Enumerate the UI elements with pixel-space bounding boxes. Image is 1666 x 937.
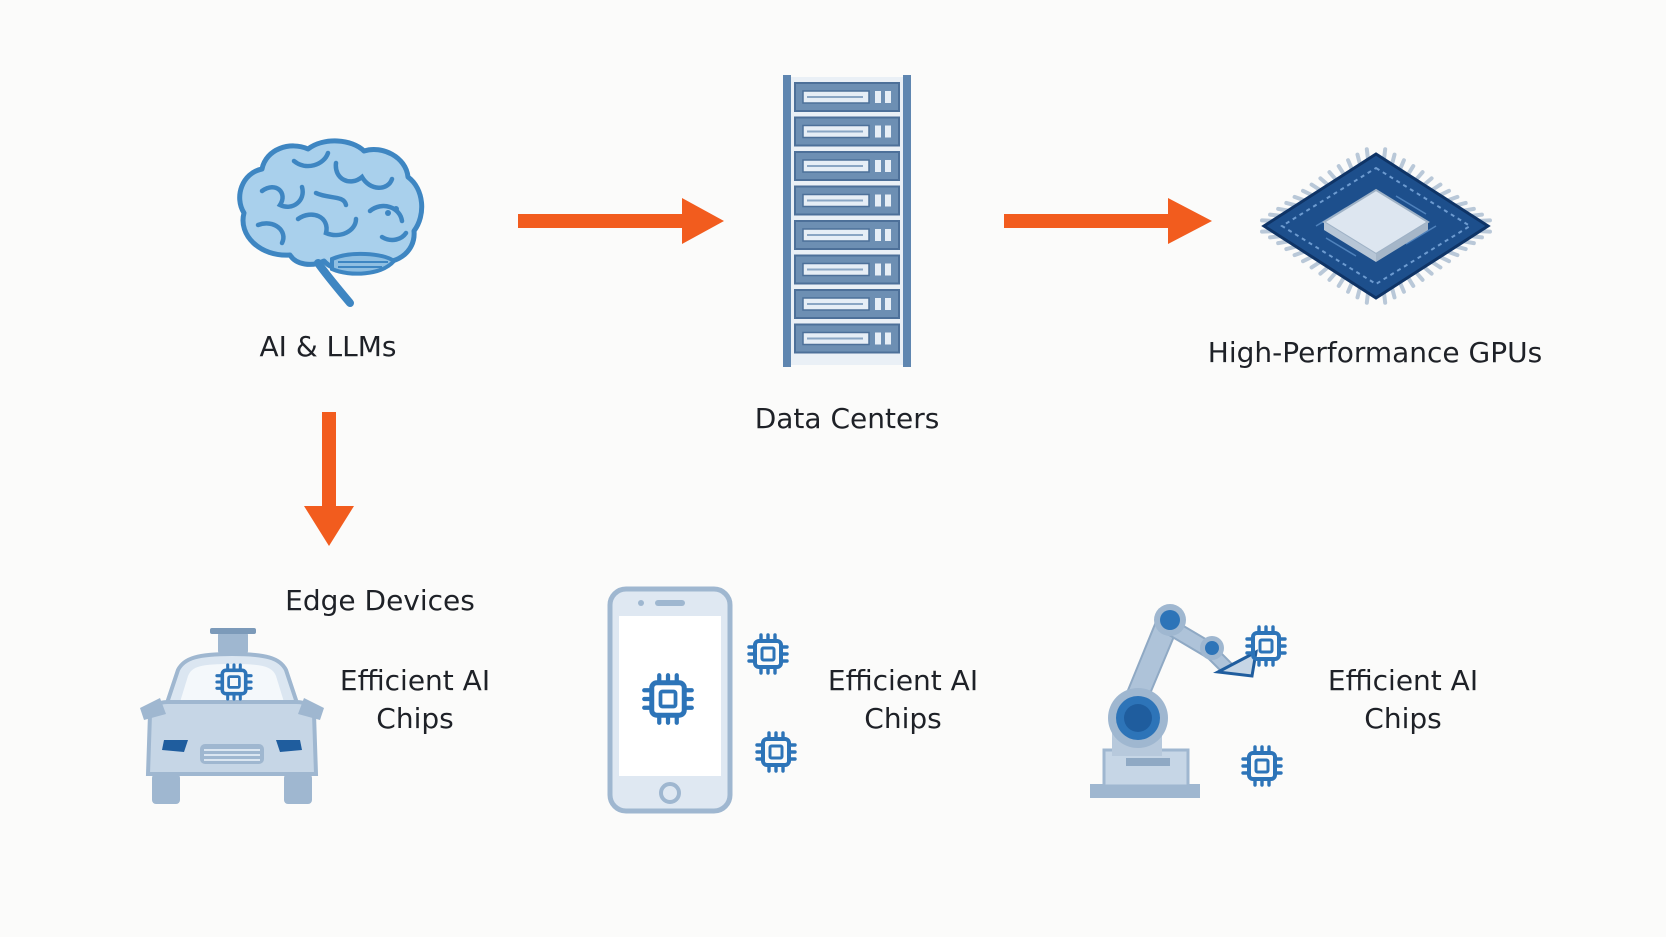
chip-icon [754,730,798,774]
server-unit [794,151,900,181]
car-chip-label: Efficient AI Chips [320,662,510,738]
server-unit [794,82,900,112]
server-rack-icon [783,75,911,367]
arrow-ai-to-datacenters [518,196,726,246]
car-icon [138,628,326,808]
robot-chip-label-line1: Efficient AI [1327,664,1479,697]
car-chip-label-line2: Chips [376,702,454,735]
phone-chip-label-line1: Efficient AI [827,664,979,697]
server-unit [794,185,900,216]
chip-icon [746,632,790,676]
server-unit [794,289,900,319]
phone-chip-label: Efficient AI Chips [808,662,998,738]
chip-icon [1244,624,1288,668]
phone-chip-label-line2: Chips [864,702,942,735]
data-centers-label: Data Centers [754,402,940,435]
arrow-ai-to-edge [302,412,356,548]
robot-chip-label: Efficient AI Chips [1308,662,1498,738]
robotic-arm-icon [1086,600,1266,800]
car-chip-label-line1: Efficient AI [339,664,491,697]
server-unit [794,323,900,354]
robot-chip-label-line2: Chips [1364,702,1442,735]
arrow-datacenters-to-gpus [1004,196,1214,246]
smartphone-icon [607,586,733,814]
edge-devices-label: Edge Devices [285,584,475,617]
gpus-label: High-Performance GPUs [1207,336,1543,369]
brain-icon [232,135,426,307]
server-unit [794,116,900,147]
gpu-chip-icon [1256,146,1496,306]
chip-icon [1240,744,1284,788]
server-unit [794,220,900,250]
ai-llms-label: AI & LLMs [259,330,397,363]
server-unit [794,254,900,285]
